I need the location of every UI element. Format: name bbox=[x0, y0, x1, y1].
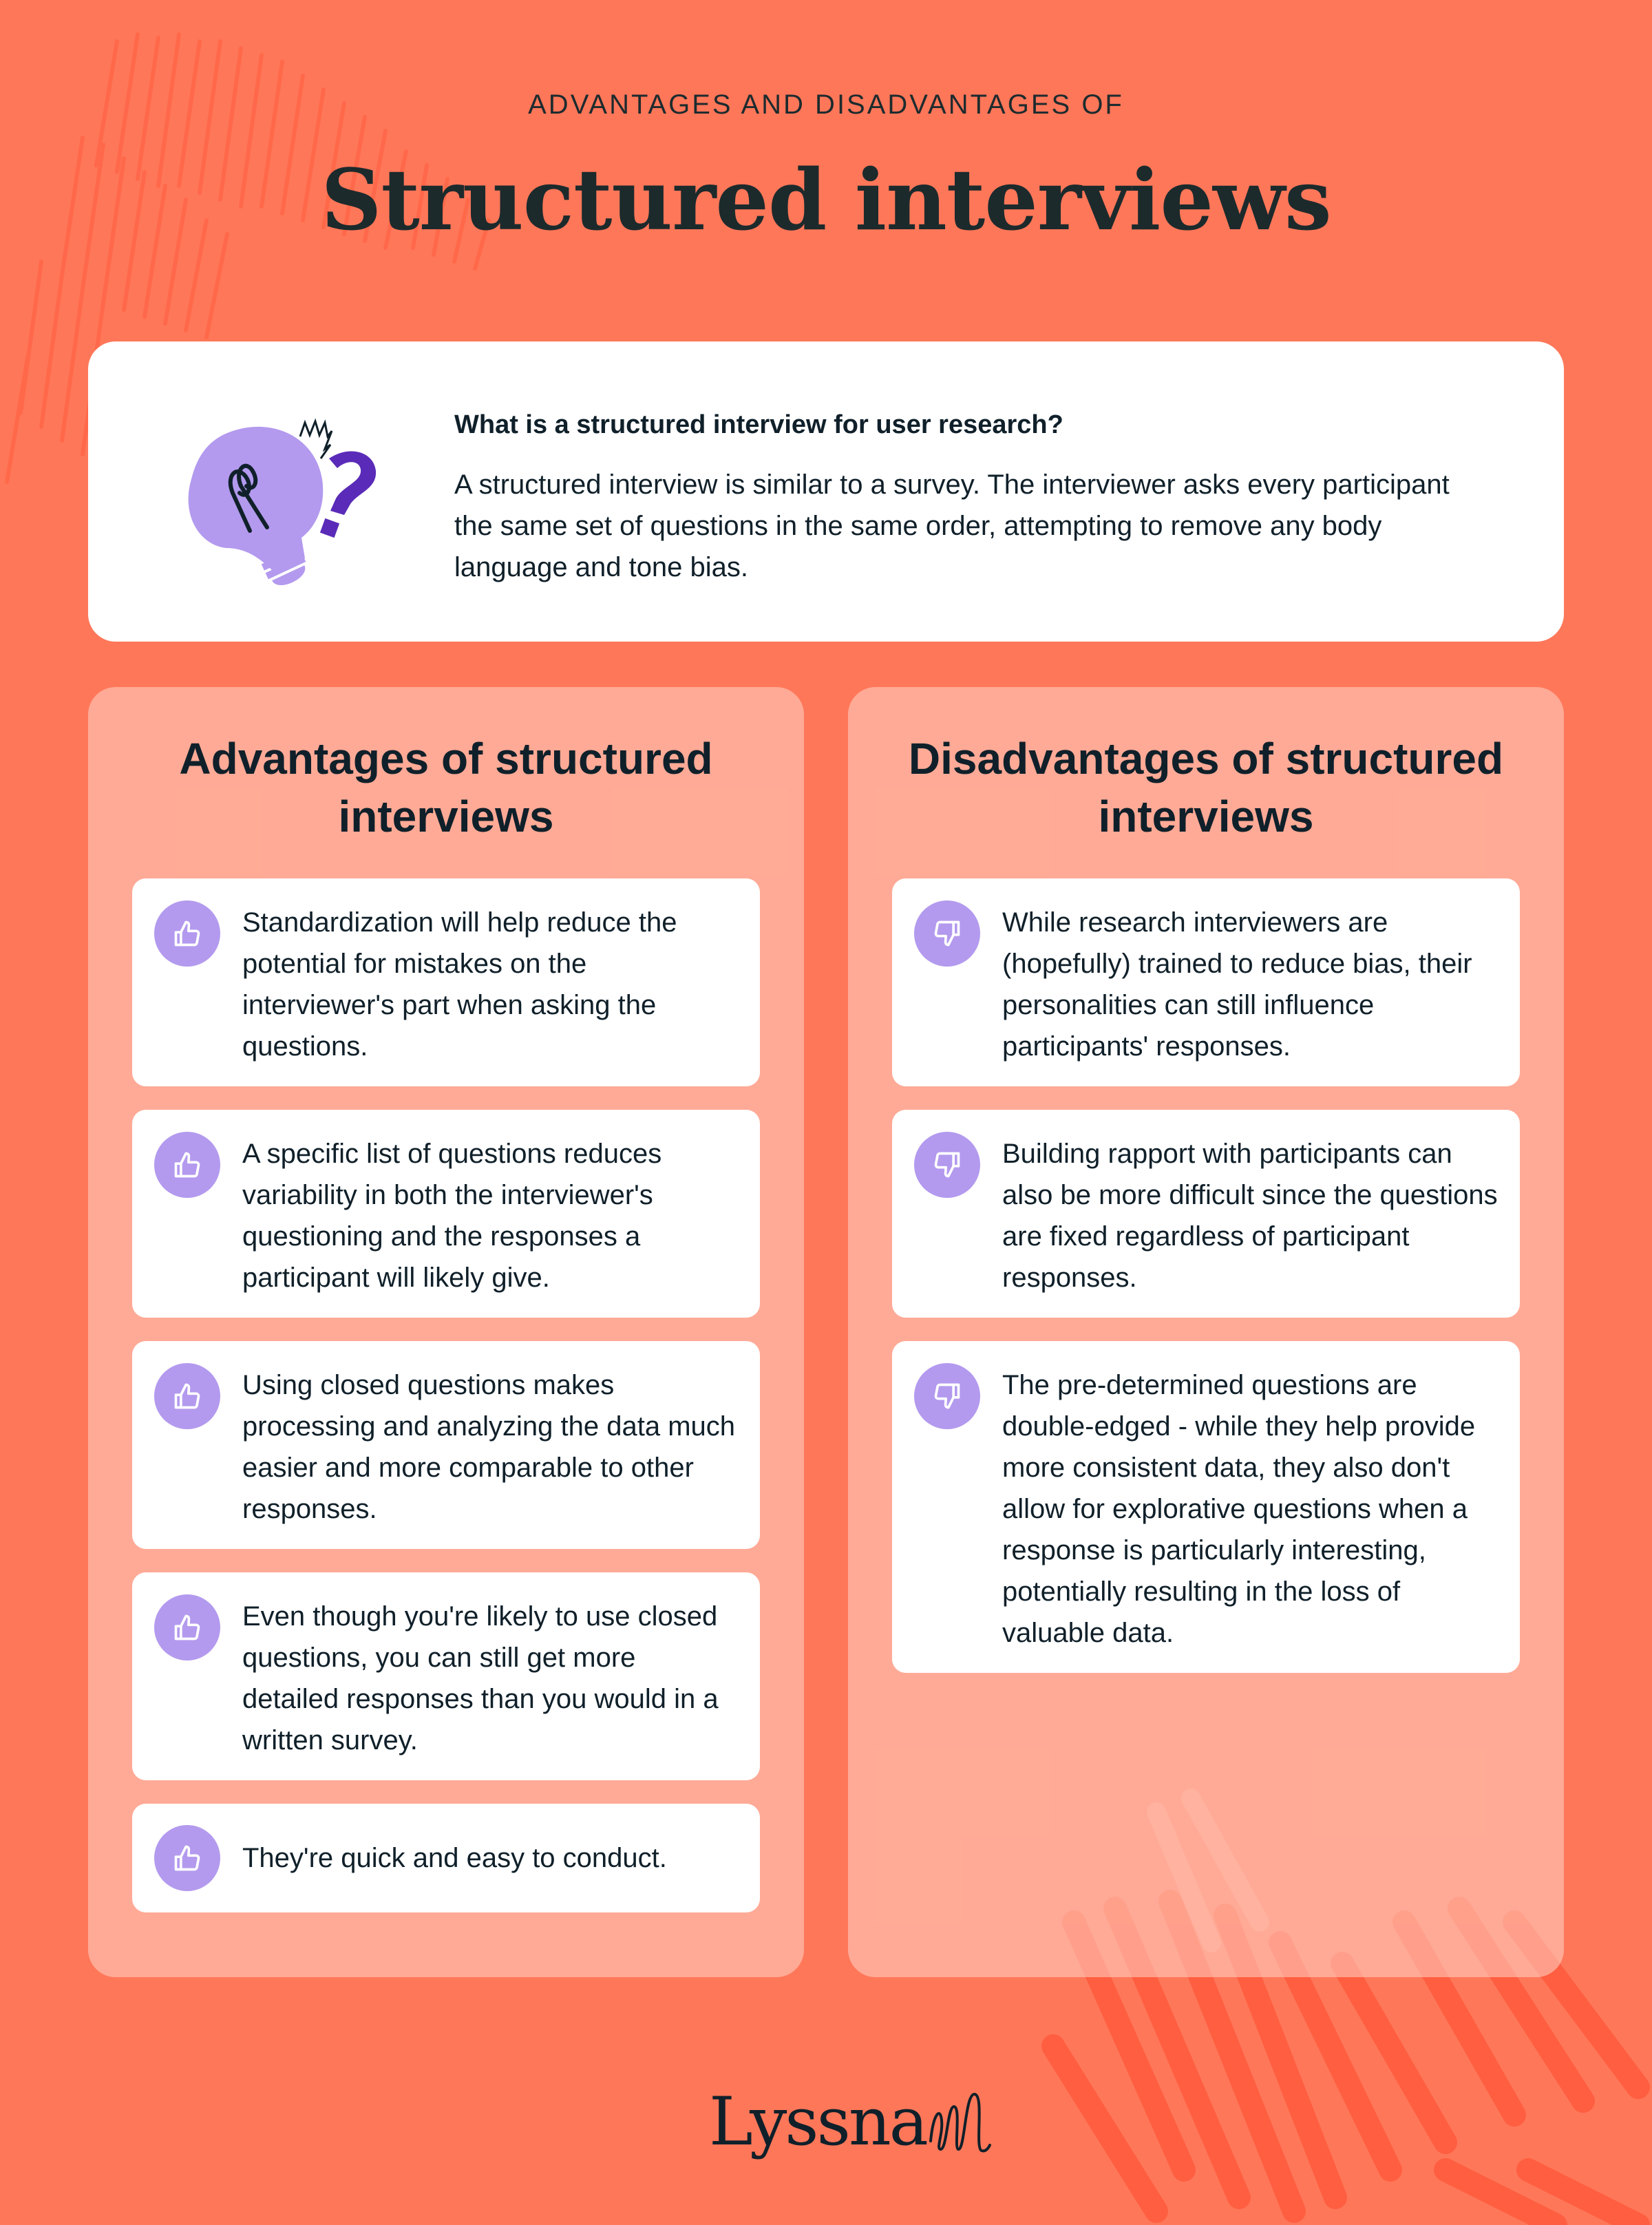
disadvantage-item: Building rapport with participants can a… bbox=[892, 1110, 1520, 1318]
lightbulb-question-icon bbox=[188, 418, 377, 585]
thumbs-down-icon bbox=[914, 1132, 980, 1198]
advantage-text: Using closed questions makes processing … bbox=[242, 1370, 736, 1524]
advantage-item: A specific list of questions reduces var… bbox=[132, 1110, 760, 1318]
disadvantages-title: Disadvantages of structured interviews bbox=[908, 734, 1504, 841]
advantages-panel: Advantages of structured interviews Stan… bbox=[88, 687, 804, 1977]
disadvantage-item: While research interviewers are (hopeful… bbox=[892, 878, 1520, 1086]
thumbs-up-icon bbox=[154, 1825, 220, 1891]
intro-question: What is a structured interview for user … bbox=[454, 410, 1063, 439]
advantage-text: Standardization will help reduce the pot… bbox=[242, 907, 677, 1062]
advantage-item: Using closed questions makes processing … bbox=[132, 1341, 760, 1549]
lyssna-logo: Lyssna bbox=[709, 2079, 993, 2155]
disadvantage-text: The pre-determined questions are double-… bbox=[1002, 1370, 1476, 1648]
intro-card: What is a structured interview for user … bbox=[88, 341, 1564, 642]
logo-squiggle-icon bbox=[929, 2093, 991, 2153]
logo-wordmark: Lyssna bbox=[709, 2083, 929, 2160]
disadvantages-panel: Disadvantages of structured interviews W… bbox=[848, 687, 1564, 1977]
thumbs-up-icon bbox=[154, 1132, 220, 1198]
header-eyebrow: ADVANTAGES AND DISADVANTAGES OF bbox=[528, 89, 1124, 120]
advantage-item: Standardization will help reduce the pot… bbox=[132, 878, 760, 1086]
page-title: Structured interviews bbox=[321, 150, 1331, 249]
advantage-item: Even though you're likely to use closed … bbox=[132, 1572, 760, 1780]
thumbs-up-icon bbox=[154, 900, 220, 967]
intro-body: A structured interview is similar to a s… bbox=[454, 470, 1450, 582]
thumbs-down-icon bbox=[914, 1363, 980, 1429]
advantage-item: They're quick and easy to conduct. bbox=[132, 1804, 760, 1912]
disadvantage-text: While research interviewers are (hopeful… bbox=[1002, 907, 1472, 1062]
advantage-text: A specific list of questions reduces var… bbox=[242, 1139, 662, 1293]
thumbs-up-icon bbox=[154, 1363, 220, 1429]
disadvantage-item: The pre-determined questions are double-… bbox=[892, 1341, 1520, 1673]
thumbs-up-icon bbox=[154, 1594, 220, 1660]
disadvantage-text: Building rapport with participants can a… bbox=[1002, 1139, 1498, 1293]
advantage-text: They're quick and easy to conduct. bbox=[242, 1843, 667, 1873]
advantages-title: Advantages of structured interviews bbox=[179, 734, 713, 841]
thumbs-down-icon bbox=[914, 900, 980, 967]
advantage-text: Even though you're likely to use closed … bbox=[242, 1601, 719, 1755]
